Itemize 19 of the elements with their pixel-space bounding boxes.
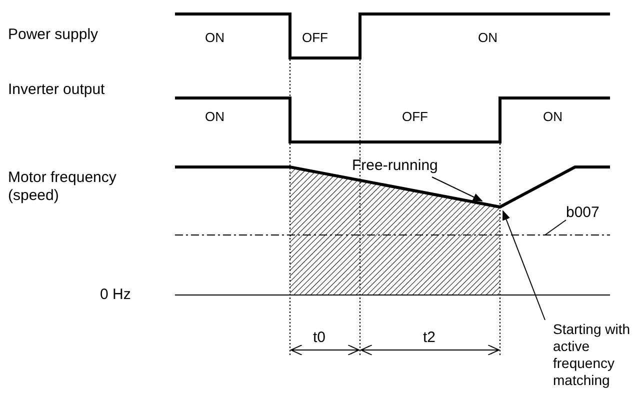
threshold-line bbox=[174, 234, 610, 236]
leader-arrow bbox=[432, 176, 483, 202]
state-label: ON bbox=[543, 108, 562, 126]
dimension-label: t2 bbox=[423, 329, 436, 347]
signal-label: Power supply bbox=[8, 26, 98, 44]
callout-text: Starting with active frequency matching bbox=[553, 321, 635, 389]
leader-line bbox=[544, 220, 566, 236]
signal-label: 0 Hz bbox=[100, 286, 131, 304]
leader-arrow bbox=[502, 210, 546, 320]
state-label: OFF bbox=[402, 108, 428, 126]
callout-text: Free-running bbox=[352, 157, 438, 175]
callout-text: b007 bbox=[566, 204, 600, 222]
state-label: ON bbox=[205, 29, 224, 47]
signal-label: Motor frequency (speed) bbox=[8, 169, 118, 205]
state-label: ON bbox=[478, 29, 498, 47]
state-label: OFF bbox=[302, 29, 328, 47]
state-label: ON bbox=[205, 108, 224, 126]
signal-label: Inverter output bbox=[8, 81, 105, 99]
dimension-label: t0 bbox=[313, 329, 326, 347]
